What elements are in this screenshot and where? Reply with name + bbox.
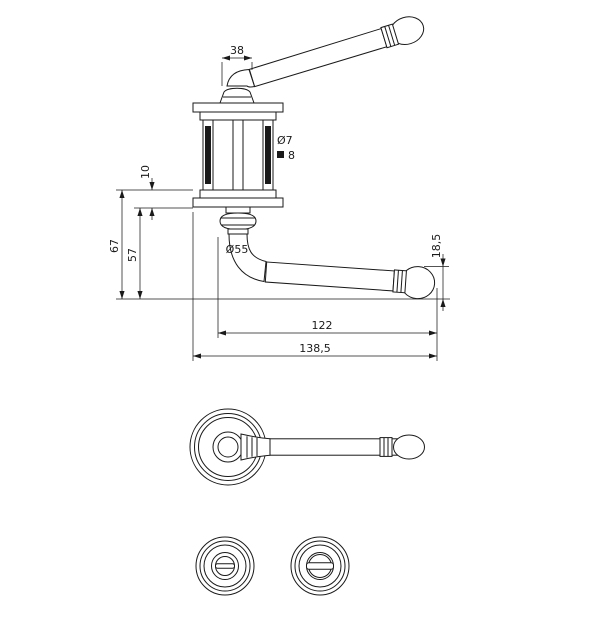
dim-lever-length-total: 138,5 bbox=[192, 212, 437, 361]
dim-lever-length-inner: 122 bbox=[217, 237, 438, 361]
front-grip-ring-band bbox=[379, 437, 393, 457]
upper-grip-ring-line bbox=[384, 26, 392, 47]
collar-stem-top bbox=[225, 206, 251, 214]
upper-rose-step bbox=[199, 111, 277, 121]
right-rose-outer-ring bbox=[290, 536, 350, 596]
right-coin-release-slot bbox=[306, 562, 334, 570]
right-rose-middle-ring bbox=[294, 540, 346, 592]
dim-rose-diameter: Ø55 bbox=[226, 243, 249, 256]
upper-grip bbox=[248, 16, 425, 88]
front-view bbox=[189, 408, 425, 486]
lower-grip-ring-line bbox=[400, 270, 403, 293]
thumbturn-rose-left bbox=[195, 536, 255, 596]
upper-lever bbox=[219, 16, 425, 104]
dim-bolt-diameter: Ø7 bbox=[277, 134, 293, 147]
dim-rose-thickness-label: 10 bbox=[139, 165, 152, 179]
thumbturn-roses bbox=[195, 536, 350, 596]
dim-lever-length-inner-label: 122 bbox=[312, 319, 333, 332]
dim-lever-length-total-label: 138,5 bbox=[299, 342, 331, 355]
dimensions: 38 Ø7 8 10 67 bbox=[108, 44, 450, 361]
left-bolt-thread bbox=[205, 126, 211, 184]
thumbturn-rose-right bbox=[290, 536, 350, 596]
left-turn-boss-ring bbox=[211, 552, 239, 580]
left-rose-inner-ring bbox=[203, 544, 247, 588]
upper-grip-cylinder bbox=[248, 27, 388, 88]
dim-grip-diameter-label: 18,5 bbox=[430, 234, 443, 259]
bearing-collar bbox=[219, 206, 257, 235]
left-rose-outer-ring bbox=[195, 536, 255, 596]
left-thumbturn-slot bbox=[215, 563, 235, 569]
dim-rose-thickness: 10 bbox=[116, 165, 193, 220]
neck-base-inner-ring bbox=[217, 436, 239, 458]
lower-rose-plate bbox=[192, 197, 284, 208]
lower-lever bbox=[228, 233, 436, 300]
dim-spindle: 8 bbox=[277, 149, 295, 162]
dim-height-total-label: 67 bbox=[108, 239, 121, 253]
dim-neck-width-label: 38 bbox=[230, 44, 244, 57]
upper-grip-ring-line bbox=[388, 25, 396, 46]
lower-grip bbox=[264, 261, 436, 300]
dim-bolt-diameter-label: Ø7 bbox=[277, 134, 293, 147]
upper-lever-neck bbox=[226, 68, 256, 88]
square-section-icon bbox=[277, 151, 284, 158]
front-grip-ball-end bbox=[393, 434, 425, 460]
lower-lever-neck bbox=[228, 233, 267, 283]
right-bolt-thread bbox=[265, 126, 271, 184]
front-lever-neck bbox=[240, 433, 271, 461]
front-lever bbox=[240, 433, 425, 461]
upper-rose-plate bbox=[192, 102, 284, 113]
rose-assembly bbox=[192, 102, 284, 235]
dim-neck-width: 38 bbox=[221, 44, 253, 86]
lower-grip-ring-band bbox=[392, 269, 407, 294]
front-grip-cylinder bbox=[269, 438, 399, 456]
collar-bulge bbox=[219, 212, 257, 231]
left-rose-middle-ring bbox=[199, 540, 251, 592]
dim-spindle-label: 8 bbox=[288, 149, 295, 162]
dim-rose-diameter-label: Ø55 bbox=[226, 243, 249, 256]
right-rose-inner-ring bbox=[298, 544, 342, 588]
dim-grip-diameter: 18,5 bbox=[424, 234, 449, 311]
lower-rose-step bbox=[199, 189, 277, 199]
lower-grip-ring-line bbox=[396, 270, 399, 293]
upper-lever-bell bbox=[219, 87, 255, 104]
dim-height-below-rose: 57 bbox=[126, 208, 143, 299]
collar-stem-bottom bbox=[227, 228, 249, 235]
lower-grip-cylinder bbox=[264, 261, 395, 292]
side-view: 38 Ø7 8 10 67 bbox=[108, 16, 450, 361]
dim-height-below-rose-label: 57 bbox=[126, 248, 139, 262]
dim-height-total: 67 bbox=[108, 190, 125, 299]
